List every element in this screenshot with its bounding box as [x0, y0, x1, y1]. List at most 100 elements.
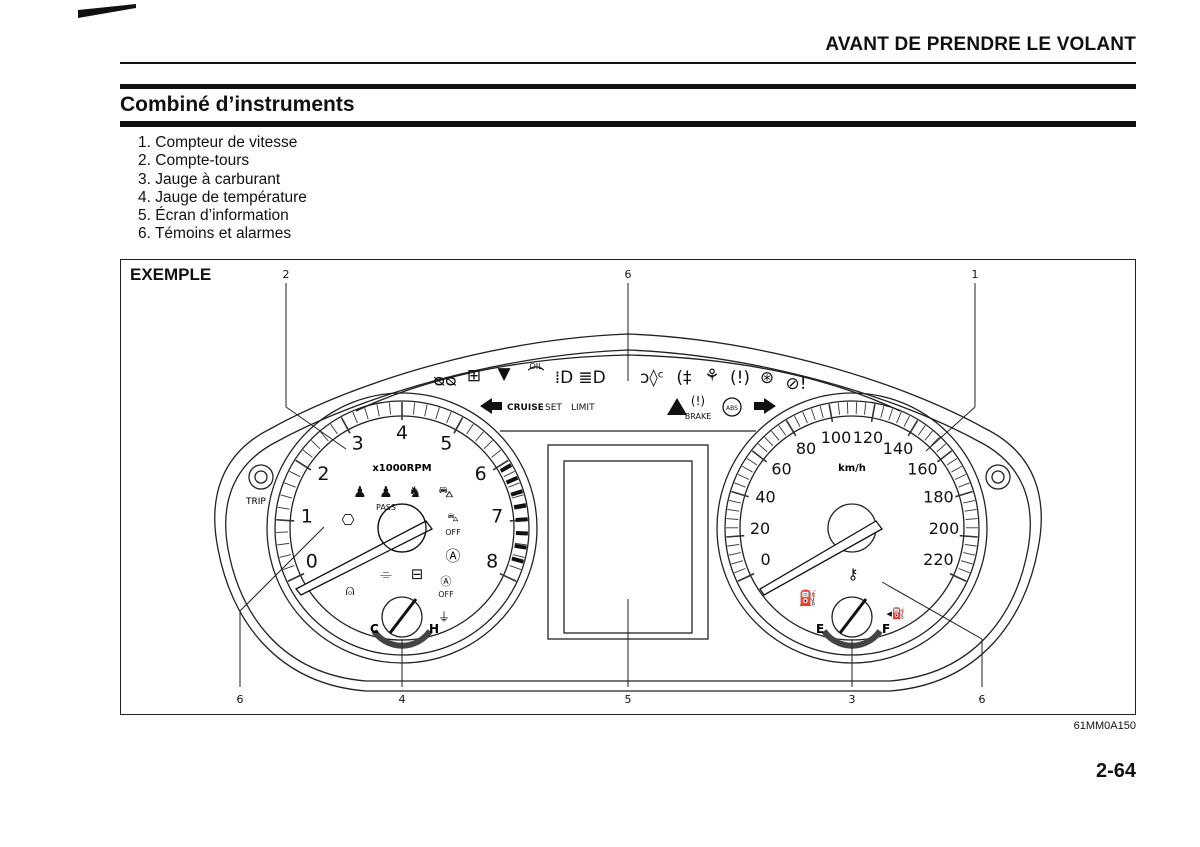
gauge-tick	[731, 490, 749, 498]
gauge-tick	[727, 543, 740, 547]
oil-can-icon: ⌯	[380, 565, 392, 583]
brake-label: BRAKE	[685, 412, 712, 421]
gauge-tick	[802, 411, 808, 424]
gauge-tick	[277, 542, 290, 546]
gauge-tick	[508, 482, 520, 488]
callout-6-top: 6	[625, 268, 632, 281]
gauge-tick	[726, 534, 745, 538]
redzone-tick	[513, 503, 527, 510]
item-number: 6.	[138, 225, 151, 243]
auto-stop-off-label: OFF	[438, 590, 454, 599]
gauge-tick	[961, 560, 973, 565]
item-number: 1.	[138, 134, 151, 151]
gauge-tick	[364, 407, 369, 420]
gauge-tick	[289, 470, 301, 478]
callout-1: 1	[972, 268, 979, 281]
gauge-tick	[907, 419, 919, 437]
gauge-tick	[512, 554, 525, 558]
speedometer-ticks	[725, 402, 979, 582]
gauge-tick	[483, 440, 493, 450]
gauge-tick	[924, 430, 933, 441]
check-engine-icon: ⎔	[341, 511, 354, 529]
tach-unit: x1000RPM	[372, 463, 431, 474]
gauge-tick	[737, 572, 755, 582]
callout-3: 3	[849, 693, 856, 706]
gauge-tick	[340, 417, 351, 434]
gauge-tick	[453, 417, 464, 434]
callout-6-left: 6	[237, 693, 244, 706]
gauge-tick	[466, 423, 474, 435]
gauge-tick	[963, 499, 976, 504]
speedo-unit: km/h	[838, 463, 866, 474]
gauge-tick	[499, 572, 517, 582]
gauge-tick	[492, 459, 509, 471]
seatbelt-icon: ♟	[353, 483, 366, 501]
callout-6-right: 6	[979, 693, 986, 706]
gauge-numeral: 2	[317, 463, 329, 485]
gauge-tick	[734, 568, 746, 574]
gauge-tick	[917, 425, 926, 436]
gauge-tick	[731, 560, 743, 565]
pass-label: PASS	[376, 503, 396, 512]
temp-knob	[381, 596, 423, 638]
gauge-tick	[951, 465, 963, 473]
gauge-tick	[280, 494, 293, 499]
tachometer-redzone	[499, 463, 528, 564]
abs-label: ABS	[726, 405, 738, 412]
gauge-tick	[737, 473, 750, 480]
fuel-empty-label: E	[816, 622, 824, 636]
power-steering-icon: ⊛	[760, 368, 774, 388]
gauge-tick	[503, 470, 515, 478]
figure-label: EXEMPLE	[130, 265, 212, 284]
item-text: Compte-tours	[155, 152, 250, 170]
glow-plug-icon: ᴓᴓ	[433, 371, 457, 391]
gauge-tick	[896, 411, 902, 424]
gauge-tick	[412, 402, 416, 415]
gauge-tick	[277, 506, 290, 510]
gauge-tick	[746, 457, 758, 466]
gauge-tick	[930, 436, 940, 447]
temp-cold-label: C	[370, 622, 379, 636]
passenger-seatbelt-icon: ♟	[379, 483, 392, 501]
gauge-tick	[284, 482, 296, 488]
temp-hot-label: H	[429, 622, 439, 636]
gauge-tick	[311, 440, 321, 450]
gauge-numeral: 0	[306, 551, 318, 573]
gauge-tick	[864, 402, 867, 415]
tach-needle	[294, 503, 433, 596]
abs-icon	[722, 397, 742, 417]
gauge-tick	[959, 534, 978, 538]
list-item: 5. Écran d’information	[138, 207, 307, 225]
rear-fog-icon: (‡	[676, 368, 692, 388]
coolant-icon: ⏚	[438, 610, 450, 624]
gauge-numeral: 100	[821, 428, 852, 447]
gauge-tick	[514, 542, 527, 546]
gauge-numeral: 40	[755, 487, 775, 506]
gauge-tick	[302, 449, 313, 458]
set-label: SET	[545, 403, 562, 413]
redzone-tick	[515, 530, 528, 536]
gauge-tick	[741, 465, 753, 473]
gauge-tick	[446, 411, 452, 424]
gauge-numeral: 6	[475, 463, 487, 485]
master-warning-icon	[667, 398, 687, 415]
redzone-tick	[505, 475, 519, 485]
gauge-tick	[728, 499, 741, 504]
gauge-tick	[352, 411, 358, 424]
gauge-numeral: 80	[796, 439, 816, 458]
esp-off-label: OFF	[445, 528, 461, 537]
list-item: 4. Jauge de température	[138, 189, 307, 207]
gauge-tick	[888, 408, 894, 421]
gauge-tick	[810, 408, 816, 421]
gauge-tick	[949, 572, 967, 582]
gauge-numeral: 60	[771, 460, 791, 479]
item-text: Jauge à carburant	[155, 170, 281, 188]
gauge-tick	[965, 518, 978, 520]
position-lamp-icon: ↄ◊ᶜ	[640, 368, 664, 388]
gauge-tick	[903, 415, 910, 427]
gauge-tick	[955, 490, 973, 498]
section-rule-bottom	[120, 121, 1136, 127]
component-list: 1. Compteur de vitesse 2. Compte-tours 3…	[138, 134, 307, 244]
